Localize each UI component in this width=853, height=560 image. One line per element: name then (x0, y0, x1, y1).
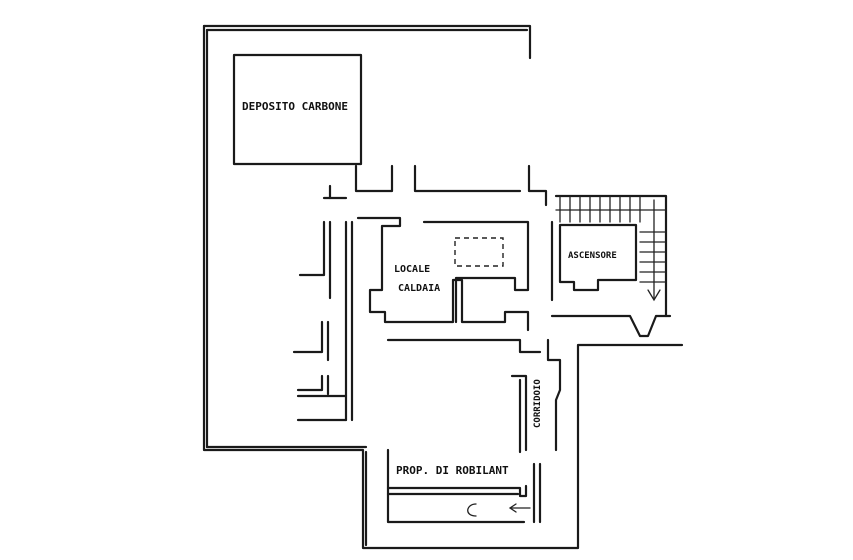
outer-walls (202, 24, 684, 550)
stair-icon (555, 195, 667, 302)
left-niches (292, 320, 348, 422)
corridor: CORRIDOIO (386, 338, 562, 454)
arrow-icon (508, 503, 531, 513)
label-ascensore: ASCENSORE (568, 251, 617, 261)
label-deposito-carbone: DEPOSITO CARBONE (242, 100, 348, 113)
label-proprieta: PROP. DI ROBILANT (396, 464, 509, 477)
room-proprieta-robilant: PROP. DI ROBILANT (386, 448, 542, 524)
room-ascensore: ASCENSORE (550, 194, 672, 338)
label-corridoio: CORRIDOIO (533, 379, 543, 428)
small-c-symbol (467, 503, 477, 517)
label-locale: LOCALE (394, 264, 430, 275)
room-deposito-carbone: DEPOSITO CARBONE (232, 53, 363, 166)
upper-walls (298, 164, 548, 422)
label-caldaia: CALDAIA (398, 283, 440, 294)
room-locale-caldaia: LOCALE CALDAIA (356, 216, 530, 332)
